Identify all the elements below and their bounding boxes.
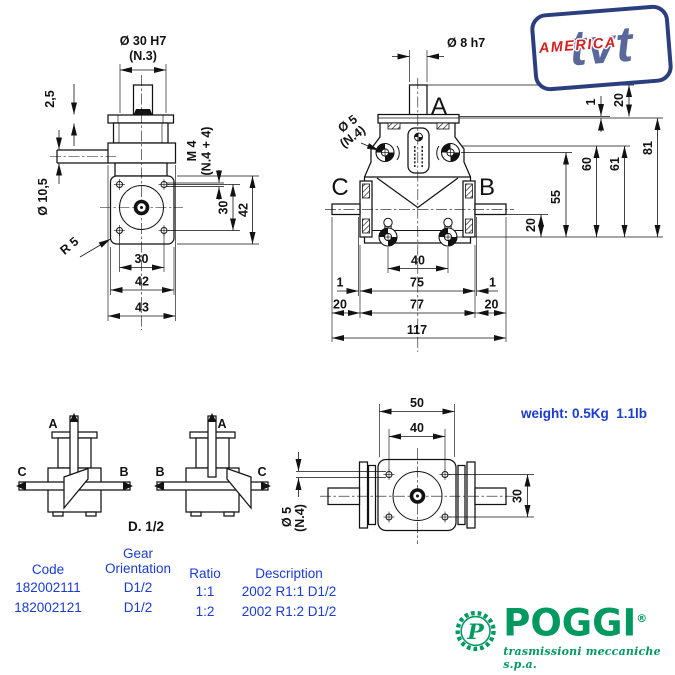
poggi-name: POGGI [503, 601, 637, 645]
dim-label: 30 [217, 201, 231, 215]
column-header-ratio: Ratio [189, 566, 221, 581]
dim-label: 117 [407, 323, 427, 337]
dim-label: 20 [612, 93, 626, 107]
dim-label: 61 [608, 157, 622, 171]
table-cell-orientation-2: D1/2 [123, 600, 153, 615]
table-column-code: Code 182002111 182002121 [6, 562, 90, 618]
orientation-caption: D. 1/2 [128, 519, 164, 534]
orientation-diagrams: A C B A B C D. 1/2 [16, 413, 271, 534]
table-cell-code-1: 182002111 [15, 580, 81, 595]
dim-label: 81 [641, 141, 655, 155]
dim-label: 20 [485, 298, 499, 312]
dim-label: 60 [580, 157, 594, 171]
dim-label: 1 [337, 276, 344, 290]
dim-label: 42 [135, 275, 149, 289]
dim-label: (N.3) [129, 49, 157, 63]
poggi-gear-icon: P [455, 610, 496, 652]
shaft-label-a: A [431, 93, 447, 120]
dim-label: 2,5 [43, 90, 57, 107]
table-cell-ratio-2: 1:2 [195, 604, 215, 619]
dim-label: R 5 [57, 234, 81, 257]
dim-label: 20 [524, 218, 538, 232]
poggi-wordmark: POGGI® [503, 598, 674, 644]
table-cell-description-2: 2002 R1:2 D1/2 [241, 604, 337, 619]
dim-label: 43 [135, 301, 149, 315]
table-column-ratio: Ratio 1:1 1:2 [182, 566, 228, 622]
dim-label: 50 [410, 396, 424, 410]
dim-label: 20 [333, 298, 347, 312]
column-header-gear: Gear [122, 546, 153, 561]
dim-label: (N.4) [293, 504, 307, 532]
shaft-label-b: B [479, 174, 495, 201]
bottom-view: 50 40 30 Ø 5 (N.4) [280, 396, 534, 544]
column-header-description: Description [255, 566, 323, 581]
dim-label: M 4 [185, 141, 199, 162]
orient-label-b: B [119, 465, 128, 479]
weight-label: weight: 0.5Kg 1.1lb [521, 406, 648, 421]
poggi-logo: P POGGI® trasmissioni meccaniche s.p.a. [452, 598, 674, 673]
table-cell-orientation-1: D1/2 [123, 580, 153, 595]
dim-label: 30 [511, 489, 525, 503]
orient-label-a: A [48, 417, 57, 431]
dim-label: Ø 30 H7 [120, 34, 167, 48]
orientation-d2: A B C [154, 413, 271, 517]
dim-label: 30 [135, 252, 149, 266]
dim-label: Ø 8 h7 [447, 36, 485, 50]
dim-label: 40 [410, 421, 424, 435]
dim-label: 55 [549, 190, 563, 204]
dim-label: 75 [410, 276, 424, 290]
poggi-wordmark-block: POGGI® trasmissioni meccaniche s.p.a. [503, 598, 674, 672]
orient-label-c: C [17, 465, 26, 479]
table-cell-ratio-1: 1:1 [195, 584, 215, 599]
dim-label: 1 [584, 98, 598, 105]
column-header-code: Code [31, 562, 65, 577]
dim-label: 42 [237, 203, 251, 217]
registered-mark: ® [636, 612, 648, 625]
dim-label: 40 [411, 254, 425, 268]
dim-label: (N.4 + 4) [200, 127, 214, 176]
table-cell-code-2: 182002121 [14, 600, 82, 615]
poggi-monogram: P [466, 619, 484, 645]
dim-label: Ø 5 [280, 507, 294, 527]
table-column-orientation: Gear Orientation D1/2 D1/2 [92, 546, 184, 618]
tvt-america-logo: tvt AMERICA [529, 3, 674, 93]
dim-label: Ø 10,5 [36, 178, 50, 216]
dim-label: 1 [489, 276, 496, 290]
orient-label-a: A [217, 417, 226, 431]
front-view: A C B Ø 8 h7 Ø 5 (N.4) 1 20 81 61 60 55 … [325, 36, 663, 352]
table-column-description: Description 2002 R1:1 D1/2 2002 R1:2 D1/… [230, 566, 348, 622]
table-cell-description-1: 2002 R1:1 D1/2 [241, 584, 337, 599]
poggi-tagline: trasmissioni meccaniche s.p.a. [503, 645, 661, 672]
orient-label-c: C [257, 465, 266, 479]
side-view: Ø 30 H7 (N.3) 2,5 Ø 10,5 M 4 (N.4 + 4) 3… [36, 34, 259, 330]
shaft-label-c: C [331, 174, 348, 201]
dim-label: 77 [410, 298, 424, 312]
column-header-orientation: Orientation [104, 561, 172, 576]
orientation-d1: A C B [16, 413, 133, 517]
orient-label-b: B [155, 465, 164, 479]
